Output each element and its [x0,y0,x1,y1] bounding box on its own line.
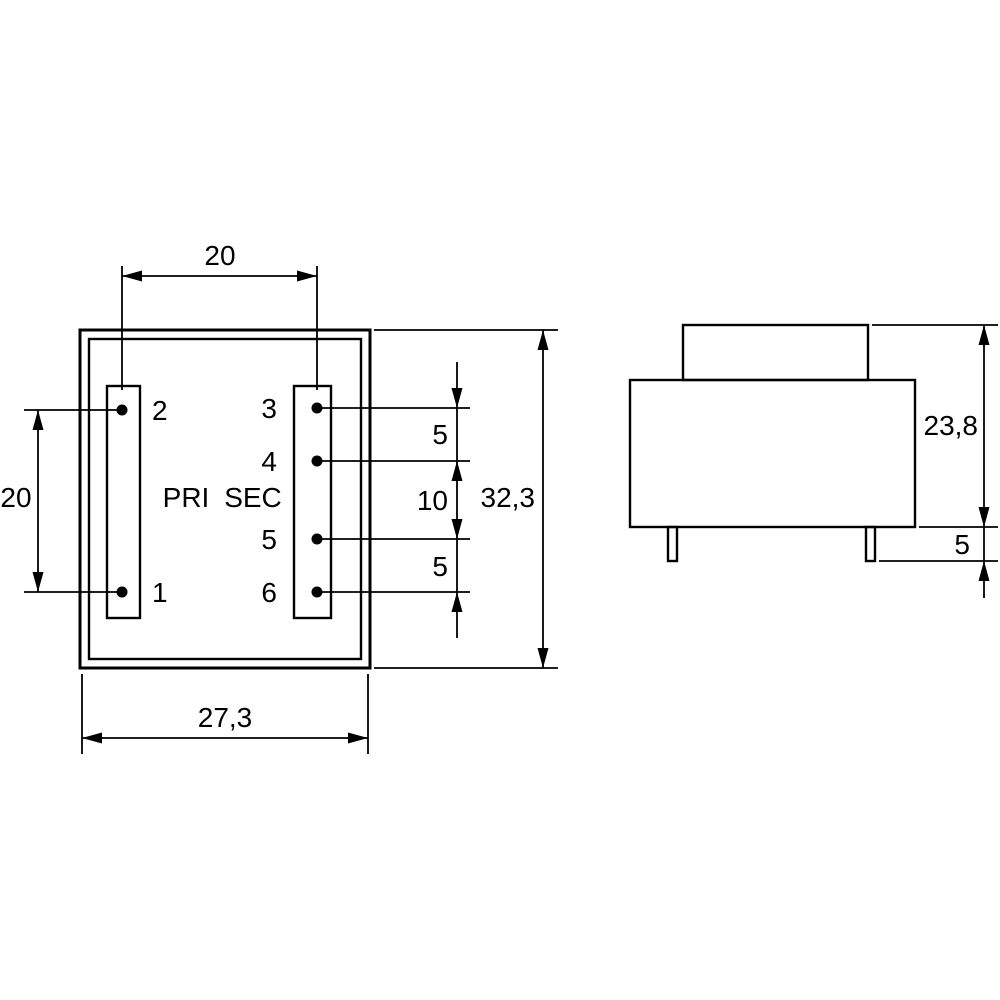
package-outline-outer [78,328,372,670]
arrowhead-up [451,461,463,481]
dim-overall-width-label: 27,3 [198,702,253,733]
arrowhead-up [451,592,463,612]
pin-5-label: 5 [261,524,277,555]
pri-label: PRI [163,482,210,513]
arrowhead-down [537,648,549,668]
left-pin-leg [666,525,679,563]
arrowhead-down [32,572,44,592]
dim-side-body-height: 23,8 5 [872,324,998,598]
dim-pri-pin-spacing: 20 [0,409,118,593]
package-outline-inner [87,337,363,661]
dim-overall-height-label: 32,3 [481,482,536,513]
pin-2-dot [116,404,128,416]
arrowhead-down [978,507,990,527]
dim-sec-gap-5-6-label: 5 [432,551,448,582]
pri-pin-strip [105,384,142,620]
dim-sec-gap-4-5-label: 10 [417,485,448,516]
bobbin-top-block [681,323,870,382]
dim-overall-width: 27,3 [81,674,369,754]
pin-6-label: 6 [261,577,277,608]
dim-pri-pin-spacing-label: 20 [0,482,31,513]
dim-sec-gap-3-4-label: 5 [432,419,448,450]
arrowhead-up [978,325,990,345]
arrowhead-down [451,388,463,408]
dim-overall-height: 32,3 [374,329,558,669]
arrowhead-up [32,410,44,430]
arrowhead-right [348,732,368,744]
pin-1-dot [116,586,128,598]
dim-pin-column-spacing: 20 [121,240,318,390]
side-view [628,323,917,563]
arrowhead-down [451,519,463,539]
pin-4-label: 4 [261,446,277,477]
transformer-body [628,378,917,529]
pin-2-label: 2 [152,395,168,426]
sec-label: SEC [224,482,282,513]
dim-sec-pin-gaps: 5 10 5 [317,362,470,638]
pin-1-label: 1 [152,577,168,608]
arrowhead-left [82,732,102,744]
arrowhead-up [537,330,549,350]
arrowhead-right [297,270,317,282]
sec-pin-strip [292,384,333,620]
right-pin-leg [864,525,877,563]
dim-pin-column-spacing-label: 20 [204,240,235,271]
top-view: 2 1 3 4 5 6 PRI SEC [78,328,372,670]
pin-3-label: 3 [261,393,277,424]
arrowhead-up [978,561,990,581]
arrowhead-left [122,270,142,282]
dim-side-pin-length-label: 5 [954,529,970,560]
dim-side-body-height-label: 23,8 [924,410,979,441]
